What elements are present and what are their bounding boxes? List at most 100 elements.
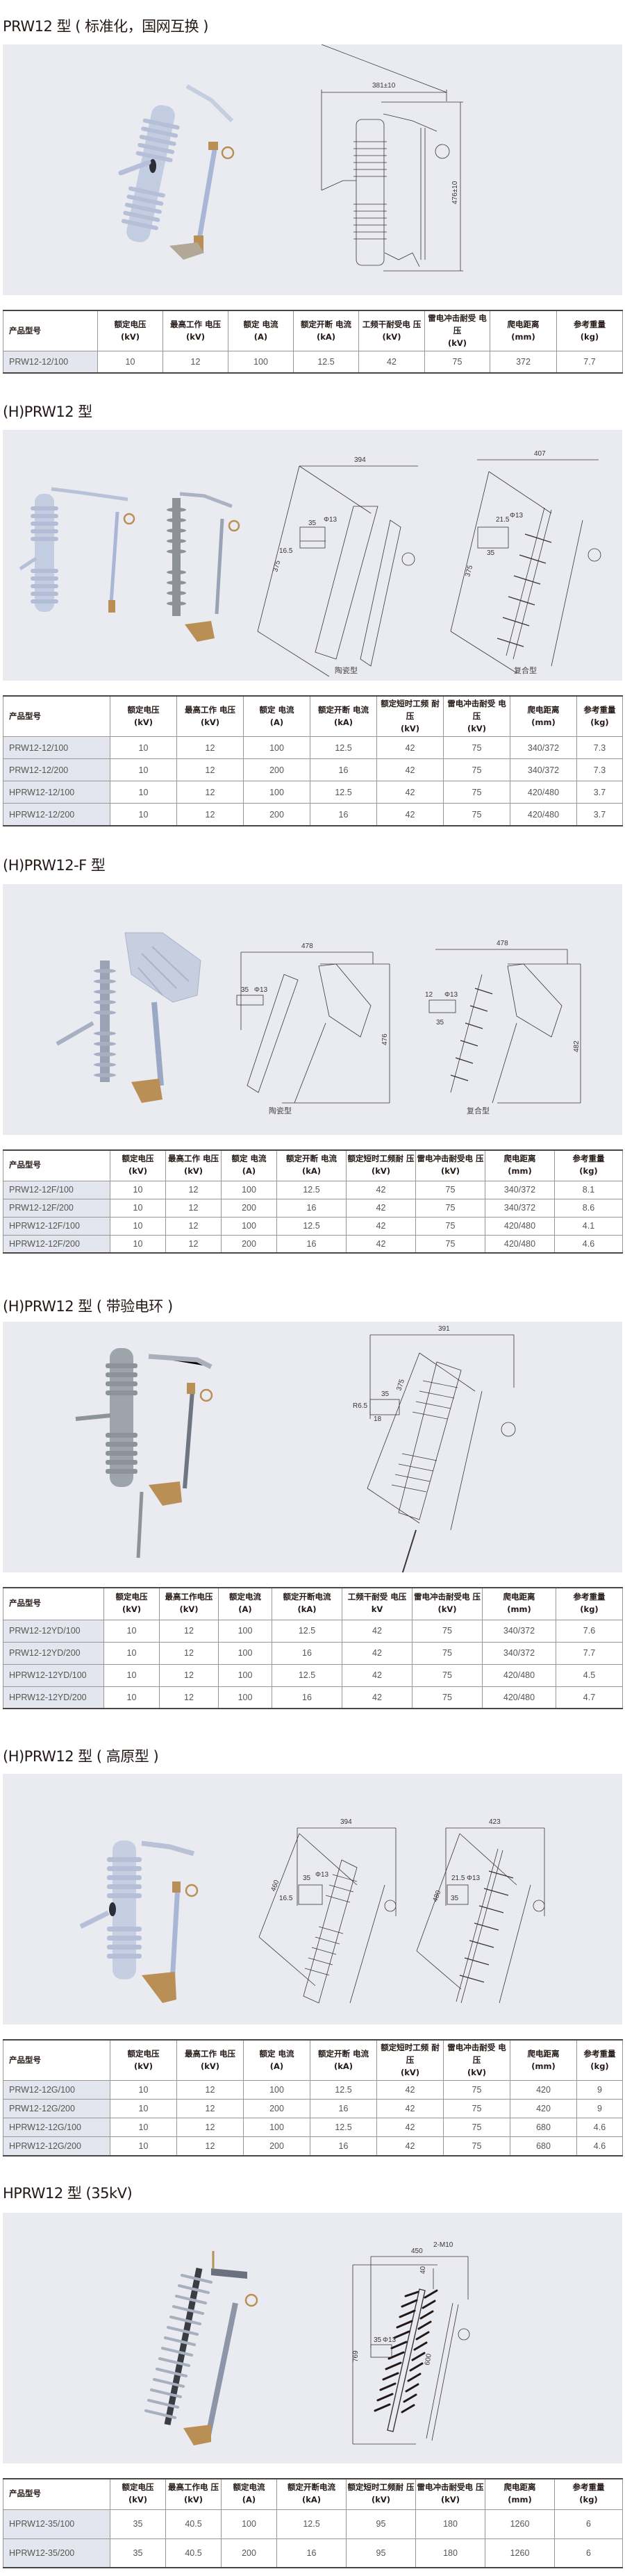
dim-label: 35: [303, 1875, 311, 1882]
table-cell: 42: [376, 2118, 444, 2138]
dim-label: Φ13: [324, 516, 338, 524]
dim-label: 21.5: [451, 1875, 465, 1882]
column-header: 参考重量(kg): [554, 2478, 623, 2510]
table-cell: 100: [243, 2118, 310, 2138]
table-cell: 4.6: [576, 2118, 623, 2138]
height-label: 476: [381, 1033, 389, 1045]
table-cell: 75: [443, 2080, 510, 2100]
column-header: 工频干耐受电 压(kV): [358, 310, 425, 352]
table-cell: 420/480: [485, 1216, 555, 1236]
bolt-label: 2-M10: [433, 2241, 453, 2249]
table-cell: 100: [221, 1180, 277, 1199]
fuse-cutout-f-photo-and-drawings: 478 476 35 Φ13 478 482: [56, 932, 581, 1104]
product-image-panel: 391 375 35 R6.5 18: [3, 1322, 622, 1572]
composite-dimension-drawing: [428, 949, 581, 1104]
table-cell: 10: [110, 2080, 177, 2100]
table-cell: 200: [221, 1234, 277, 1254]
model-cell: HPRW12-12/200: [3, 803, 110, 826]
table-cell: 35: [110, 2509, 166, 2539]
width-label: 423: [489, 1818, 501, 1826]
table-cell: 420/480: [510, 803, 577, 826]
model-cell: PRW12-12/200: [3, 758, 110, 782]
table-cell: 75: [412, 1619, 483, 1643]
table-cell: 16: [310, 803, 377, 826]
table-cell: 7.3: [576, 736, 623, 760]
dim-label: 35: [381, 1390, 390, 1398]
table-cell: 100: [243, 736, 310, 760]
table-cell: 420/480: [485, 1234, 555, 1254]
table-cell: 12: [159, 1641, 219, 1665]
spec-table: 产品型号 额定电压(kV) 最高工作 电压(kV) 额定 电流(A) 额定开断 …: [3, 310, 623, 374]
dim-label: 18: [374, 1415, 382, 1423]
table-cell: 12: [162, 351, 228, 374]
table-cell: 16: [272, 1686, 342, 1709]
ceramic-dimension-drawing: [258, 1827, 397, 2004]
column-header: 最高工作 电压(kV): [176, 695, 244, 738]
table-cell: 40.5: [165, 2509, 222, 2539]
column-header: 产品型号: [3, 2478, 110, 2510]
table-cell: 10: [110, 781, 177, 804]
table-cell: 100: [218, 1641, 272, 1665]
table-cell: 10: [110, 2136, 177, 2157]
column-header: 额定开断 电流(kA): [310, 695, 377, 738]
table-cell: 12.5: [310, 736, 377, 760]
column-header: 产品型号: [3, 1149, 110, 1181]
composite-dimension-drawing: [450, 459, 601, 674]
table-cell: 12: [165, 1198, 222, 1218]
table-cell: 200: [243, 2136, 310, 2157]
dim-label: 35: [241, 986, 249, 994]
width-label: 478: [497, 940, 508, 947]
table-cell: 42: [376, 2099, 444, 2119]
dim-label: Φ13: [444, 991, 458, 999]
column-header: 额定 电流(A): [243, 695, 310, 738]
dim-label: 35: [308, 520, 317, 527]
product-image-panel: 394 375 35 Φ13 16.5 407: [3, 430, 622, 681]
table-cell: 7.7: [556, 1641, 623, 1665]
table-cell: 75: [443, 781, 510, 804]
table-cell: 3.7: [576, 803, 623, 826]
table-cell: 680: [510, 2136, 577, 2157]
height-label: 375: [395, 1378, 406, 1392]
table-cell: 8.6: [554, 1198, 623, 1218]
composite-fuse-photo-icon: [167, 492, 240, 642]
table-cell: 100: [218, 1663, 272, 1687]
model-cell: PRW12-12YD/100: [3, 1619, 104, 1643]
product-image-panel: 394 460 35 Φ13 16.5: [3, 1774, 622, 2025]
width-label: 391: [438, 1325, 450, 1333]
section-title: (H)PRW12 型 ( 带验电环 ): [3, 1298, 173, 1315]
composite-caption: 复合型: [467, 1106, 490, 1115]
dim-label: Φ13: [467, 1875, 481, 1882]
table-cell: 12.5: [310, 2118, 377, 2138]
column-header: 爬电距离(mm): [482, 1587, 556, 1620]
table-cell: 95: [346, 2509, 416, 2539]
height-label: 482: [573, 1040, 581, 1052]
model-cell: HPRW12-12G/200: [3, 2136, 110, 2157]
table-cell: 340/372: [510, 736, 577, 760]
dim-label: 40: [419, 2266, 427, 2274]
column-header: 雷电冲击耐受 电压(kV): [443, 2039, 510, 2081]
table-cell: 1260: [485, 2538, 555, 2568]
height-label: 769: [352, 2350, 360, 2362]
product-image-panel: 450 2-M10 769 600 40 35 Φ13: [3, 2213, 622, 2463]
table-cell: 16: [310, 2136, 377, 2157]
model-cell: PRW12-12YD/200: [3, 1641, 104, 1665]
table-cell: 75: [415, 1198, 485, 1218]
table-cell: 100: [218, 1686, 272, 1709]
table-cell: 4.5: [556, 1663, 623, 1687]
table-cell: 42: [346, 1198, 416, 1218]
table-cell: 340/372: [482, 1641, 556, 1665]
table-cell: 10: [110, 803, 177, 826]
column-header: 最高工作 电压(kV): [162, 310, 228, 352]
fuse-cutout-plateau-photo-and-drawings: 394 460 35 Φ13 16.5: [79, 1818, 545, 2004]
table-cell: 100: [218, 1619, 272, 1643]
table-cell: 12: [176, 2118, 244, 2138]
table-cell: 4.1: [554, 1216, 623, 1236]
column-header: 额定短时工频耐 压(kV): [346, 2478, 416, 2510]
model-cell: HPRW12-12YD/200: [3, 1686, 104, 1709]
column-header: 额定电压(kV): [103, 1587, 160, 1620]
